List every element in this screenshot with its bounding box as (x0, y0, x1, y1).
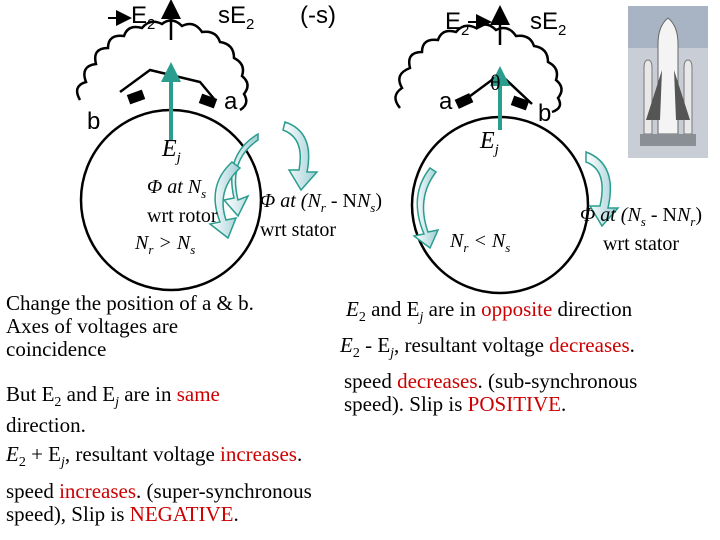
left-winding-coil (75, 19, 249, 112)
right-ej-label: Ej (480, 128, 499, 158)
right-ej-arrowhead (490, 66, 510, 86)
left-e2-label: E2 (131, 2, 156, 33)
right-theta-label: θ (490, 70, 501, 95)
left-nr-gt-ns-label: Nr > Ns (135, 232, 196, 257)
curved-arrow-icon (222, 132, 259, 218)
shuttle-icon (628, 6, 708, 158)
right-brush-b (510, 95, 530, 111)
right-rotor-circle (410, 115, 590, 295)
left-ej-label: Ej (162, 136, 181, 166)
right-nr-lt-ns-label: Nr < Ns (450, 230, 511, 255)
right-paragraph-2: E2 - Ej, resultant voltage decreases. (340, 333, 635, 362)
left-a-label: a (224, 88, 238, 115)
left-flux-stator-label: Φ at (Nr - NNs) wrt stator (260, 190, 383, 241)
left-paragraph-4: speed increases. (super-synchronous spee… (6, 479, 312, 526)
right-paragraph-3: speed decreases. (sub-synchronous speed)… (344, 369, 638, 416)
left-b-label: b (87, 108, 101, 135)
right-se2-label: sE2 (530, 8, 567, 39)
right-flux-stator-label: Φ at (Ns - NNr) wrt stator (580, 204, 703, 255)
curved-arrow-icon (412, 166, 440, 250)
left-se2-label: sE2 (218, 2, 255, 33)
left-brush-a (198, 93, 218, 109)
right-brush-a (454, 93, 474, 109)
right-winding-coil (394, 23, 563, 114)
right-a-label: a (439, 88, 453, 115)
left-flux-rotor-label: Φ at Ns wrt rotor (147, 176, 218, 227)
left-paragraph-3: E2 + Ej, resultant voltage increases. (6, 442, 303, 471)
curved-arrow-icon (585, 150, 620, 228)
left-ej-arrowhead (161, 62, 181, 82)
left-paragraph-2: But E2 and Ej are in same direction. (6, 382, 220, 438)
left-brush-b (126, 89, 146, 105)
curved-arrow-icon (282, 121, 319, 192)
left-paragraph-1: Change the position of a & b. Axes of vo… (6, 291, 254, 361)
right-b-label: b (538, 100, 552, 127)
left-minus-s-label: (-s) (300, 2, 336, 29)
right-paragraph-1: E2 and Ej are in opposite direction (346, 297, 633, 326)
curved-arrow-icon (208, 161, 242, 240)
right-e2-label: E2 (445, 8, 470, 39)
